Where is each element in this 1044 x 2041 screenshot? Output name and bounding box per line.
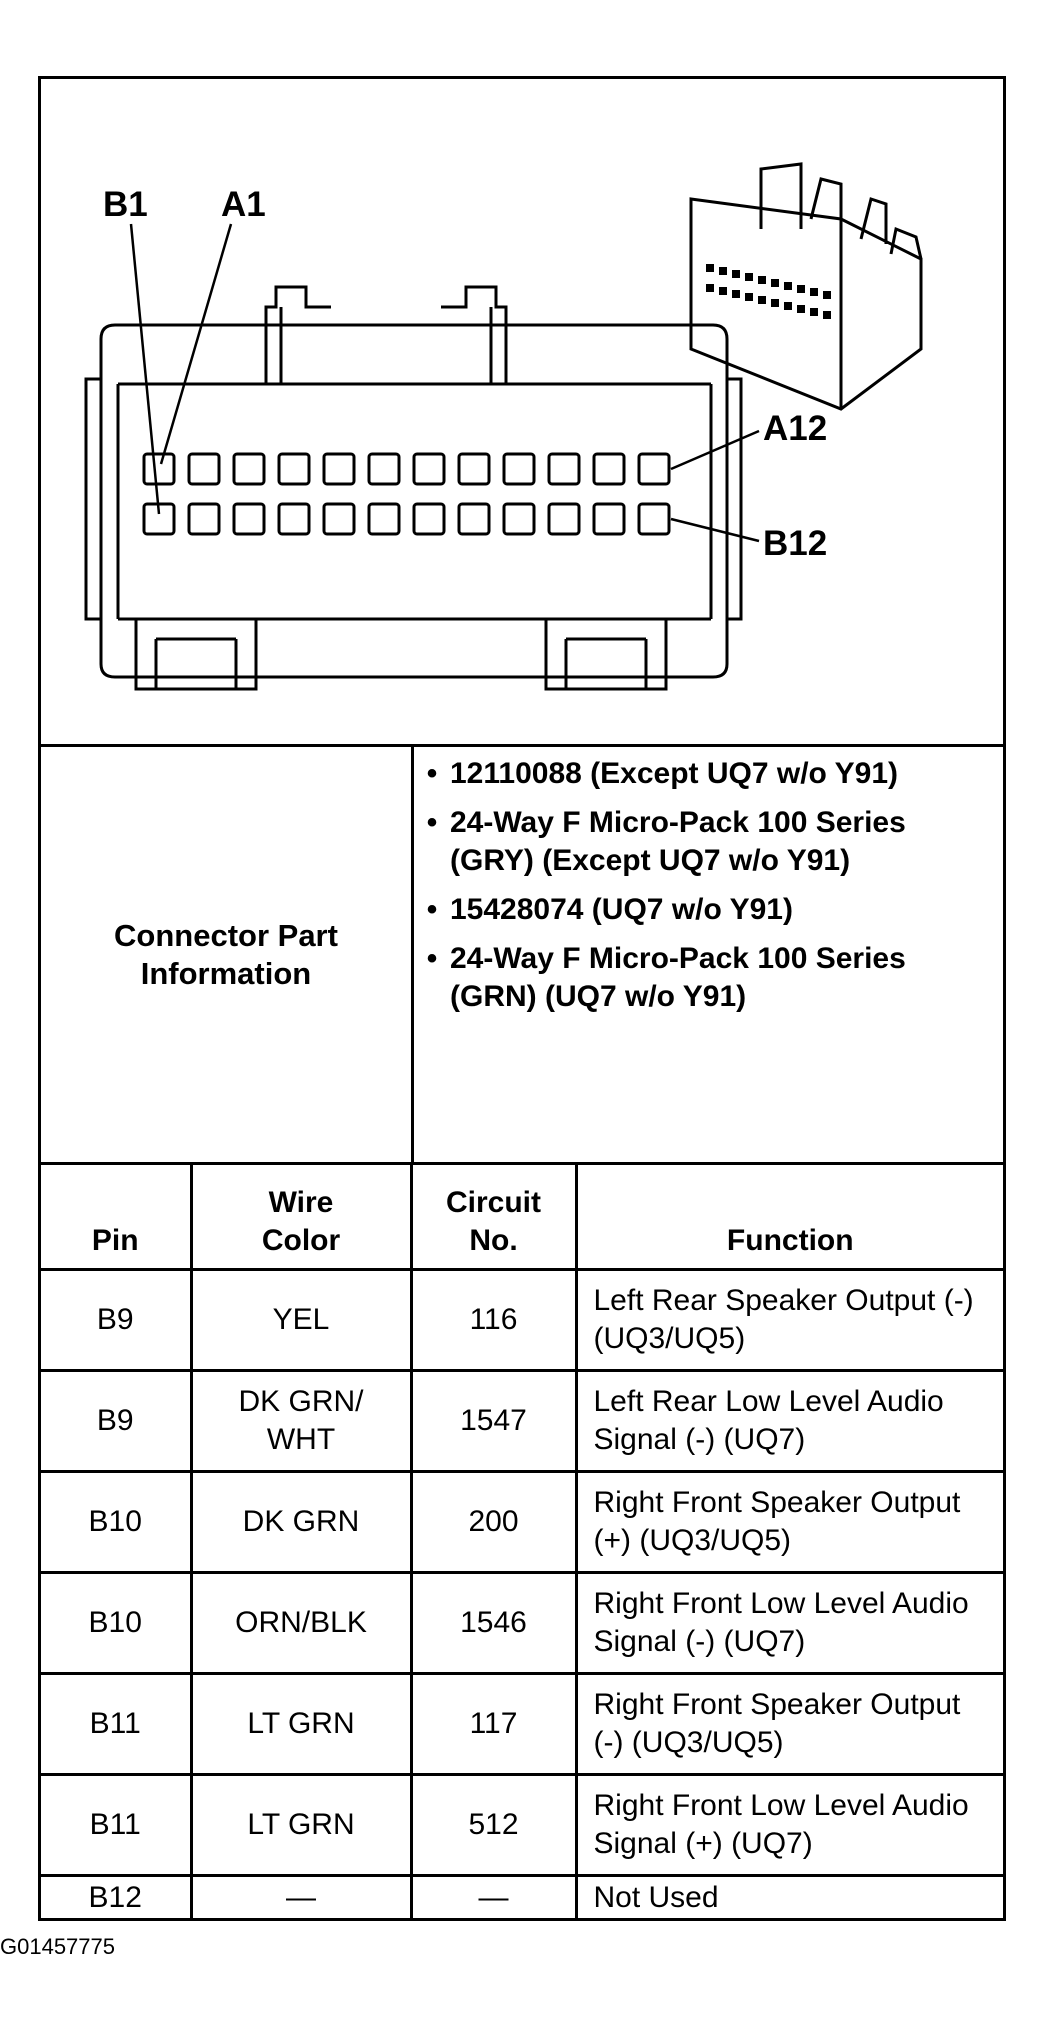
- connector-isometric-icon: [689, 162, 923, 411]
- cell-pin: B10: [41, 1470, 193, 1574]
- label-a1: A1: [221, 185, 266, 224]
- header-circuit-no: Circuit No.: [409, 1165, 578, 1271]
- connector-part-info-list: • 12110088 (Except UQ7 w/o Y91) • 24-Way…: [414, 755, 994, 1027]
- table-row: B11 LT GRN 512 Right Front Low Level Aud…: [41, 1773, 1003, 1877]
- figure-id: G01457775: [0, 1934, 115, 1959]
- cell-wire-color: ORN/BLK: [189, 1571, 413, 1675]
- cell-function: Right Front Speaker Output (+) (UQ3/UQ5): [574, 1470, 1003, 1574]
- cell-wire-color: DK GRN: [189, 1470, 413, 1574]
- cell-circuit: 512: [409, 1773, 578, 1877]
- part-info-item: • 24-Way F Micro-Pack 100 Series (GRY) (…: [414, 804, 994, 880]
- cell-pin: B11: [41, 1672, 193, 1776]
- part-info-text: 24-Way F Micro-Pack 100 Series (GRY) (Ex…: [450, 806, 906, 877]
- bullet-icon: •: [426, 942, 438, 975]
- connector-part-info-title: Connector Part Information: [114, 917, 338, 991]
- cell-circuit: 200: [409, 1470, 578, 1574]
- table-header-row: Pin Wire Color Circuit No. Function: [41, 1165, 1003, 1271]
- connector-diagram: B1 A1 A12 B12: [41, 79, 1003, 747]
- bullet-icon: •: [426, 757, 438, 790]
- cell-wire-color: LT GRN: [189, 1773, 413, 1877]
- cell-pin: B10: [41, 1571, 193, 1675]
- cell-wire-color: DK GRN/ WHT: [189, 1369, 413, 1473]
- cell-pin: B9: [41, 1268, 193, 1372]
- table-row: B9 YEL 116 Left Rear Speaker Output (-) …: [41, 1268, 1003, 1372]
- cell-function: Right Front Low Level Audio Signal (-) (…: [574, 1571, 1003, 1675]
- bullet-icon: •: [426, 806, 438, 839]
- pin-function-table: Pin Wire Color Circuit No. Function B9 Y…: [41, 1165, 1003, 1920]
- table-row: B9 DK GRN/ WHT 1547 Left Rear Low Level …: [41, 1369, 1003, 1473]
- connector-face-drawing: [84, 162, 923, 691]
- label-a12: A12: [763, 409, 828, 448]
- cell-circuit: 117: [409, 1672, 578, 1776]
- part-info-text: 24-Way F Micro-Pack 100 Series (GRN) (UQ…: [450, 942, 906, 1013]
- connector-isometric-pins: [706, 264, 831, 319]
- connector-part-info: Connector Part Information • 12110088 (E…: [41, 747, 1003, 1165]
- table-row: B10 ORN/BLK 1546 Right Front Low Level A…: [41, 1571, 1003, 1675]
- part-info-item: • 24-Way F Micro-Pack 100 Series (GRN) (…: [414, 940, 994, 1016]
- cell-circuit: 116: [409, 1268, 578, 1372]
- part-info-text: 15428074 (UQ7 w/o Y91): [450, 893, 793, 926]
- cell-function: Right Front Low Level Audio Signal (+) (…: [574, 1773, 1003, 1877]
- connector-sheet: B1 A1 A12 B12 Connector Part Information…: [38, 76, 1006, 1921]
- bullet-icon: •: [426, 893, 438, 926]
- cell-wire-color: —: [189, 1874, 413, 1920]
- cell-wire-color: YEL: [189, 1268, 413, 1372]
- cell-pin: B9: [41, 1369, 193, 1473]
- header-function: Function: [574, 1165, 1003, 1271]
- cell-circuit: 1547: [409, 1369, 578, 1473]
- header-wire-color: Wire Color: [189, 1165, 413, 1271]
- cell-function: Right Front Speaker Output (-) (UQ3/UQ5): [574, 1672, 1003, 1776]
- part-info-item: • 12110088 (Except UQ7 w/o Y91): [414, 755, 994, 793]
- label-b1: B1: [103, 185, 148, 224]
- table-row: B11 LT GRN 117 Right Front Speaker Outpu…: [41, 1672, 1003, 1776]
- pin-cavities: [142, 452, 671, 536]
- cell-pin: B12: [41, 1874, 193, 1920]
- cell-circuit: 1546: [409, 1571, 578, 1675]
- table-row: B12 — — Not Used: [41, 1874, 1003, 1920]
- cell-wire-color: LT GRN: [189, 1672, 413, 1776]
- table-row: B10 DK GRN 200 Right Front Speaker Outpu…: [41, 1470, 1003, 1574]
- cell-function: Left Rear Speaker Output (-) (UQ3/UQ5): [574, 1268, 1003, 1372]
- cell-pin: B11: [41, 1773, 193, 1877]
- part-info-text: 12110088 (Except UQ7 w/o Y91): [450, 757, 899, 790]
- header-pin: Pin: [41, 1165, 193, 1271]
- cell-function: Left Rear Low Level Audio Signal (-) (UQ…: [574, 1369, 1003, 1473]
- connector-part-info-heading-cell: Connector Part Information: [41, 747, 414, 1162]
- label-b12: B12: [763, 524, 828, 563]
- part-info-item: • 15428074 (UQ7 w/o Y91): [414, 891, 994, 929]
- cell-circuit: —: [409, 1874, 578, 1920]
- cell-function: Not Used: [574, 1874, 1003, 1920]
